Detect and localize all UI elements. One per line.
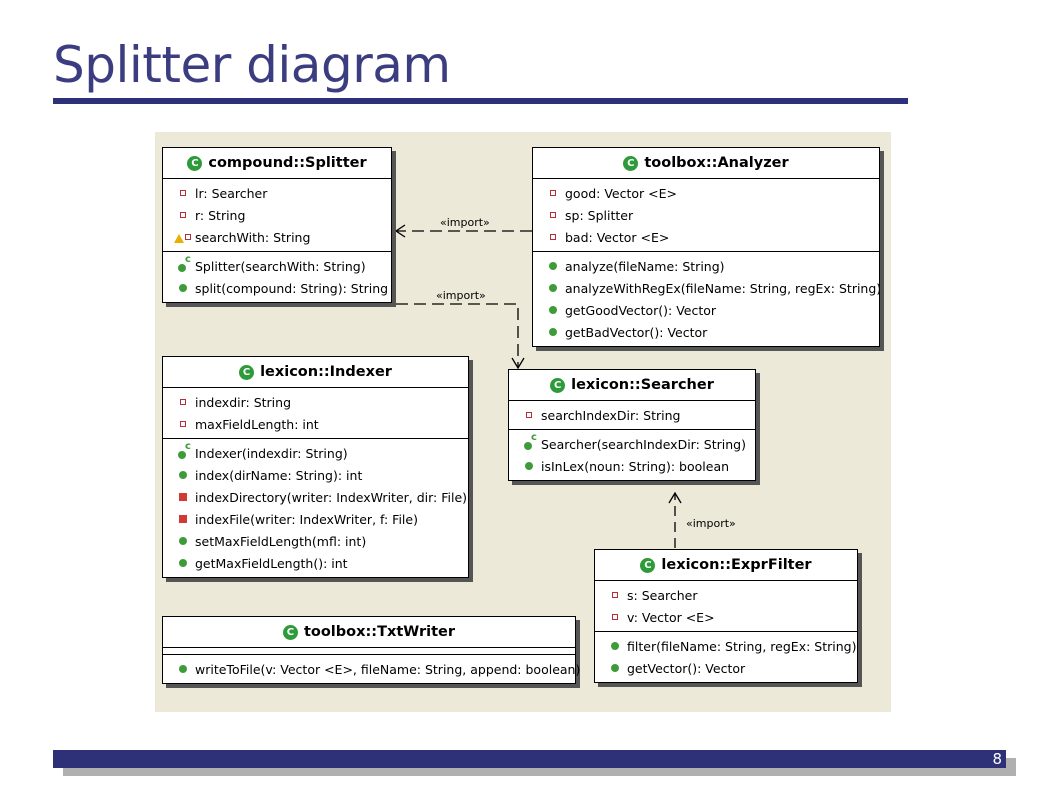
methods-section: filter(fileName: String, regEx: String) …	[595, 631, 857, 682]
private-method-icon	[173, 486, 195, 508]
class-header: C toolbox::TxtWriter	[163, 617, 575, 648]
private-field-icon	[173, 204, 195, 226]
class-splitter[interactable]: C compound::Splitter lr: Searcher r: Str…	[162, 147, 392, 303]
class-icon: C	[640, 557, 656, 573]
method-row: Indexer(indexdir: String)	[163, 441, 468, 464]
title-underline	[53, 98, 908, 104]
public-method-icon	[605, 657, 627, 679]
constructor-icon	[519, 432, 541, 455]
class-name: lexicon::Indexer	[260, 364, 392, 380]
field-row: searchIndexDir: String	[509, 404, 755, 426]
class-searcher[interactable]: C lexicon::Searcher searchIndexDir: Stri…	[508, 369, 756, 481]
methods-section: analyze(fileName: String) analyzeWithReg…	[533, 251, 881, 346]
class-analyzer[interactable]: C toolbox::Analyzer good: Vector <E> sp:…	[532, 147, 881, 347]
field-row: searchWith: String	[163, 226, 391, 248]
constructor-icon	[173, 254, 195, 277]
class-exprfilter[interactable]: C lexicon::ExprFilter s: Searcher v: Vec…	[594, 549, 858, 683]
field-row: sp: Splitter	[533, 204, 879, 226]
private-field-icon	[173, 391, 195, 413]
fields-section: indexdir: String maxFieldLength: int	[163, 388, 468, 438]
private-field-icon	[173, 182, 195, 204]
method-row: index(dirName: String): int	[163, 464, 468, 486]
class-header: C lexicon::Searcher	[509, 370, 755, 401]
method-row: indexFile(writer: IndexWriter, f: File)	[163, 508, 468, 530]
method-row: analyze(fileName: String)	[533, 255, 879, 277]
field-row: indexdir: String	[163, 391, 468, 413]
public-method-icon	[173, 277, 195, 299]
fields-section: lr: Searcher r: String searchWith: Strin…	[163, 179, 391, 251]
public-method-icon	[543, 255, 565, 277]
fields-section: good: Vector <E> sp: Splitter bad: Vecto…	[533, 179, 879, 251]
method-row: isInLex(noun: String): boolean	[509, 455, 755, 477]
class-header: C compound::Splitter	[163, 148, 391, 179]
slide-title: Splitter diagram	[53, 36, 451, 94]
field-row: bad: Vector <E>	[533, 226, 879, 248]
method-row: getBadVector(): Vector	[533, 321, 879, 343]
field-row: lr: Searcher	[163, 182, 391, 204]
public-method-icon	[173, 658, 195, 680]
constructor-icon	[173, 441, 195, 464]
methods-section: Splitter(searchWith: String) split(compo…	[163, 251, 391, 302]
class-header: C toolbox::Analyzer	[533, 148, 879, 179]
warning-field-icon	[173, 226, 195, 248]
class-icon: C	[239, 364, 255, 380]
field-row: good: Vector <E>	[533, 182, 879, 204]
class-name: toolbox::Analyzer	[644, 155, 789, 171]
page-number: 8	[992, 750, 1002, 768]
class-header: C lexicon::ExprFilter	[595, 550, 857, 581]
field-row: r: String	[163, 204, 391, 226]
class-icon: C	[623, 155, 639, 171]
method-row: setMaxFieldLength(mfl: int)	[163, 530, 468, 552]
public-method-icon	[543, 321, 565, 343]
private-field-icon	[605, 606, 627, 628]
method-row: Splitter(searchWith: String)	[163, 254, 391, 277]
method-row: getMaxFieldLength(): int	[163, 552, 468, 574]
class-indexer[interactable]: C lexicon::Indexer indexdir: String maxF…	[162, 356, 469, 578]
method-row: filter(fileName: String, regEx: String)	[595, 635, 857, 657]
public-method-icon	[173, 552, 195, 574]
public-method-icon	[173, 530, 195, 552]
private-field-icon	[543, 182, 565, 204]
public-method-icon	[543, 277, 565, 299]
private-method-icon	[173, 508, 195, 530]
public-method-icon	[543, 299, 565, 321]
class-name: toolbox::TxtWriter	[303, 624, 456, 640]
class-name: compound::Splitter	[208, 155, 367, 171]
private-field-icon	[519, 404, 541, 426]
class-icon: C	[282, 624, 298, 640]
method-row: getVector(): Vector	[595, 657, 857, 679]
field-row: maxFieldLength: int	[163, 413, 468, 435]
class-icon: C	[187, 155, 203, 171]
method-row: getGoodVector(): Vector	[533, 299, 879, 321]
fields-section: s: Searcher v: Vector <E>	[595, 581, 857, 631]
method-row: Searcher(searchIndexDir: String)	[509, 432, 755, 455]
fields-section: searchIndexDir: String	[509, 401, 755, 429]
class-name: lexicon::ExprFilter	[661, 557, 812, 573]
footer-bar: 8	[53, 750, 1006, 768]
method-row: split(compound: String): String	[163, 277, 391, 299]
public-method-icon	[519, 455, 541, 477]
methods-section: Indexer(indexdir: String) index(dirName:…	[163, 438, 468, 577]
private-field-icon	[173, 413, 195, 435]
private-field-icon	[543, 226, 565, 248]
class-header: C lexicon::Indexer	[163, 357, 468, 388]
method-row: indexDirectory(writer: IndexWriter, dir:…	[163, 486, 468, 508]
class-name: lexicon::Searcher	[571, 377, 714, 393]
methods-section: Searcher(searchIndexDir: String) isInLex…	[509, 429, 755, 480]
field-row: v: Vector <E>	[595, 606, 857, 628]
class-txtwriter[interactable]: C toolbox::TxtWriter writeToFile(v: Vect…	[162, 616, 580, 684]
field-row: s: Searcher	[595, 584, 857, 606]
methods-section: writeToFile(v: Vector <E>, fileName: Str…	[163, 654, 580, 683]
public-method-icon	[173, 464, 195, 486]
method-row: writeToFile(v: Vector <E>, fileName: Str…	[163, 658, 580, 680]
private-field-icon	[543, 204, 565, 226]
class-icon: C	[550, 377, 566, 393]
public-method-icon	[605, 635, 627, 657]
method-row: analyzeWithRegEx(fileName: String, regEx…	[533, 277, 881, 299]
private-field-icon	[605, 584, 627, 606]
